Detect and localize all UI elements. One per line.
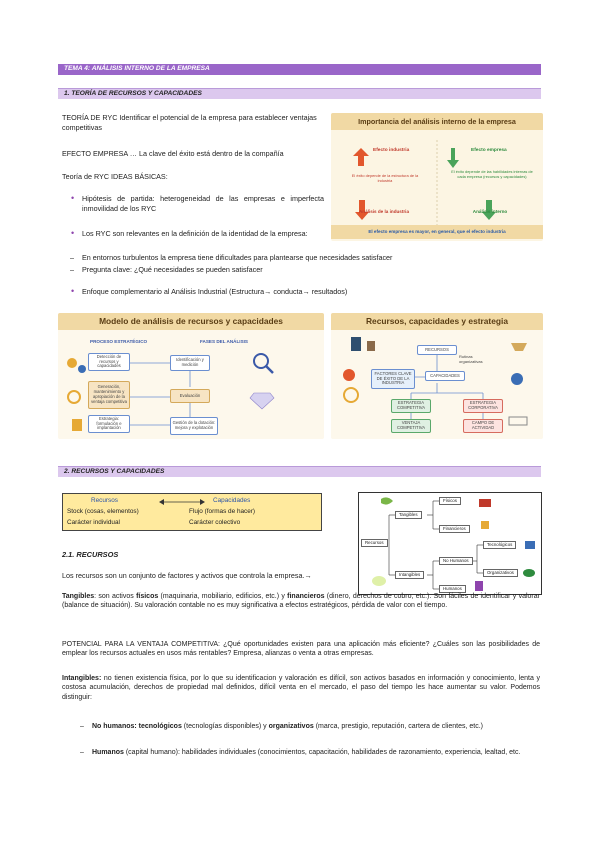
- legend-recursos-capacidades: Recursos Capacidades Stock (cosas, eleme…: [62, 493, 322, 531]
- tree-node-intangibles: Intangibles: [395, 571, 425, 580]
- tangibles-text-3: (dinero, derechos de cobro, etc.). Son f…: [62, 593, 540, 610]
- box-estrategia: Estrategia: formulación e implantación: [88, 415, 130, 433]
- paragraph-tangibles: Tangibles: son activos físicos (maquinar…: [62, 592, 540, 611]
- box-recursos: RECURSOS: [417, 345, 457, 355]
- analisis-industria-label: Análisis de la industria: [358, 209, 410, 214]
- paragraph-teoria: TEORÍA DE RYC Identificar el potencial d…: [62, 113, 317, 132]
- tree-node-humanos: Humanos: [439, 585, 466, 594]
- section2-title-bar: 2. RECURSOS Y CAPACIDADES: [58, 466, 541, 477]
- fisicos-bold: físicos: [136, 593, 159, 600]
- figure-recursos-estrategia: Recursos, capacidades y estrategia RECUR…: [331, 313, 543, 439]
- legend-colectivo: Carácter colectivo: [189, 519, 241, 526]
- figure-modelo-title: Modelo de análisis de recursos y capacid…: [58, 313, 324, 330]
- tangibles-text-1: : son activos: [94, 593, 137, 600]
- tangibles-bold: Tangibles: [62, 593, 95, 600]
- no-humanos-bold: No humanos: tecnológicos: [92, 723, 182, 730]
- box-ventaja-competitiva: VENTAJA COMPETITIVA: [391, 419, 431, 433]
- figure-estrategia-connectors: [343, 337, 528, 426]
- box-generacion: Generación, mantenimiento y apropiación …: [88, 381, 130, 409]
- figure-importancia-analisis: Importancia del análisis interno de la e…: [331, 113, 543, 241]
- dash-pregunta: Pregunta clave: ¿Qué necesidades se pued…: [70, 265, 522, 275]
- figure-arbol-recursos: Recursos Tangibles Intangibles Físicos F…: [358, 492, 542, 595]
- efecto-footer: El efecto empresa es mayor, en general, …: [331, 225, 543, 239]
- legend-individual: Carácter individual: [67, 519, 120, 526]
- no-humanos-text-1: (tecnologías disponibles) y: [181, 723, 269, 730]
- tree-node-financieros: Financieros: [439, 525, 470, 534]
- bullet-hipotesis: Hipótesis de partida: heterogeneidad de …: [71, 194, 324, 213]
- legend-capacidades-head: Capacidades: [213, 497, 251, 504]
- efecto-empresa-head: Efecto empresa: [471, 148, 507, 153]
- section1-title-bar: 1. TEORÍA DE RECURSOS Y CAPACIDADES: [58, 88, 541, 99]
- figure-modelo-analisis: Modelo de análisis de recursos y capacid…: [58, 313, 324, 439]
- col-fases-analisis: FASES DEL ANÁLISIS: [200, 339, 248, 344]
- subsection-recursos-title: 2.1. RECURSOS: [62, 550, 119, 559]
- list-item-humanos: Humanos (capital humano): habilidades in…: [80, 748, 540, 758]
- paragraph-intangibles: Intangibles: no tienen existencia física…: [62, 674, 540, 702]
- paragraph-potencial: POTENCIAL PARA LA VENTAJA COMPETITIVA: ¿…: [62, 641, 540, 658]
- label-rutinas: Rutinas organizativas: [459, 354, 483, 365]
- box-campo-actividad: CAMPO DE ACTIVIDAD: [463, 419, 503, 433]
- efecto-industria-text: El éxito depende de la estructura de la …: [351, 173, 419, 184]
- box-identificacion: Identificación y medición: [170, 355, 210, 371]
- no-humanos-text-2: (marca, prestigio, reputación, cartera d…: [313, 723, 483, 730]
- figure-modelo-connectors: [67, 353, 275, 431]
- figure-importancia-arrows: [353, 140, 496, 225]
- tree-node-no-humanos: No Humanos: [439, 557, 473, 566]
- tree-node-tecnologicos: Tecnológicos: [483, 541, 517, 550]
- box-estrategia-competitiva: ESTRATEGIA COMPETITIVA: [391, 399, 431, 413]
- bullet-enfoque: Enfoque complementario al Análisis Indus…: [71, 287, 522, 297]
- box-capacidades: CAPACIDADES: [425, 371, 465, 381]
- efecto-empresa-text: El éxito depende de las habilidades inte…: [451, 169, 533, 180]
- tree-node-organizativos: Organizativos: [483, 569, 518, 578]
- list-item-no-humanos: No humanos: tecnológicos (tecnologías di…: [80, 722, 540, 732]
- efecto-industria-head: Efecto industria: [373, 148, 410, 153]
- box-estrategia-corporativa: ESTRATEGIA CORPORATIVA: [463, 399, 503, 413]
- double-arrow-icon: [159, 499, 205, 505]
- analisis-interno-label: Análisis interno: [472, 209, 508, 214]
- legend-stock: Stock (cosas, elementos): [67, 508, 139, 515]
- bullet-identidad: Los RYC son relevantes en la definición …: [71, 229, 324, 239]
- humanos-bold: Humanos: [92, 749, 124, 756]
- col-proceso-estrategico: PROCESO ESTRATÉGICO: [90, 339, 148, 344]
- organizativos-bold: organizativos: [268, 723, 314, 730]
- tree-node-tangibles: Tangibles: [395, 511, 422, 520]
- legend-flujo: Flujo (formas de hacer): [189, 508, 256, 515]
- paragraph-recursos-def: Los recursos son un conjunto de factores…: [62, 571, 312, 580]
- box-factores: FACTORES CLAVE DE ÉXITO DE LA INDUSTRIA: [371, 369, 415, 389]
- tema-title-bar: TEMA 4: ANÁLISIS INTERNO DE LA EMPRESA: [58, 64, 541, 75]
- dash-entornos: En entornos turbulentos la empresa tiene…: [70, 253, 522, 263]
- box-gestion: Gestión de la dotación: mejora y explota…: [170, 417, 218, 435]
- tree-node-fisicos: Físicos: [439, 497, 461, 506]
- box-evaluacion: Evaluación: [170, 389, 210, 403]
- humanos-text: (capital humano): habilidades individual…: [123, 749, 521, 756]
- paragraph-efecto: EFECTO EMPRESA … La clave del éxito está…: [62, 149, 284, 158]
- figure-importancia-title: Importancia del análisis interno de la e…: [331, 113, 543, 130]
- figure-estrategia-title: Recursos, capacidades y estrategia: [331, 313, 543, 330]
- legend-recursos-head: Recursos: [91, 497, 118, 504]
- tree-node-recursos: Recursos: [361, 539, 388, 548]
- tangibles-text-2: (maquinaria, mobiliario, edificios, etc.…: [158, 593, 288, 600]
- tree-connectors: [372, 497, 535, 591]
- financieros-bold: financieros: [287, 593, 325, 600]
- intangibles-text: no tienen existencia física, por lo que …: [62, 675, 540, 701]
- intangibles-bold: Intangibles:: [62, 675, 102, 682]
- box-deteccion: Detección de recursos y capacidades: [88, 353, 130, 371]
- paragraph-ideas: Teoría de RYC IDEAS BÁSICAS:: [62, 172, 168, 181]
